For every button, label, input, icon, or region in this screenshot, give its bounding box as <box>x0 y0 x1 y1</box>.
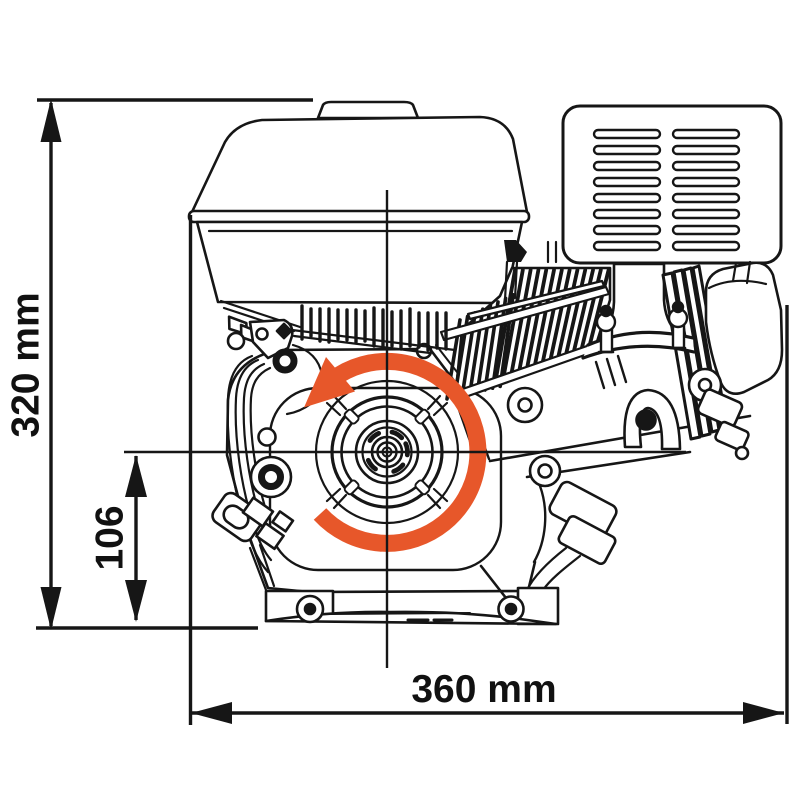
svg-text:106: 106 <box>89 505 132 570</box>
svg-text:360 mm: 360 mm <box>411 668 556 711</box>
svg-text:320 mm: 320 mm <box>5 292 48 437</box>
